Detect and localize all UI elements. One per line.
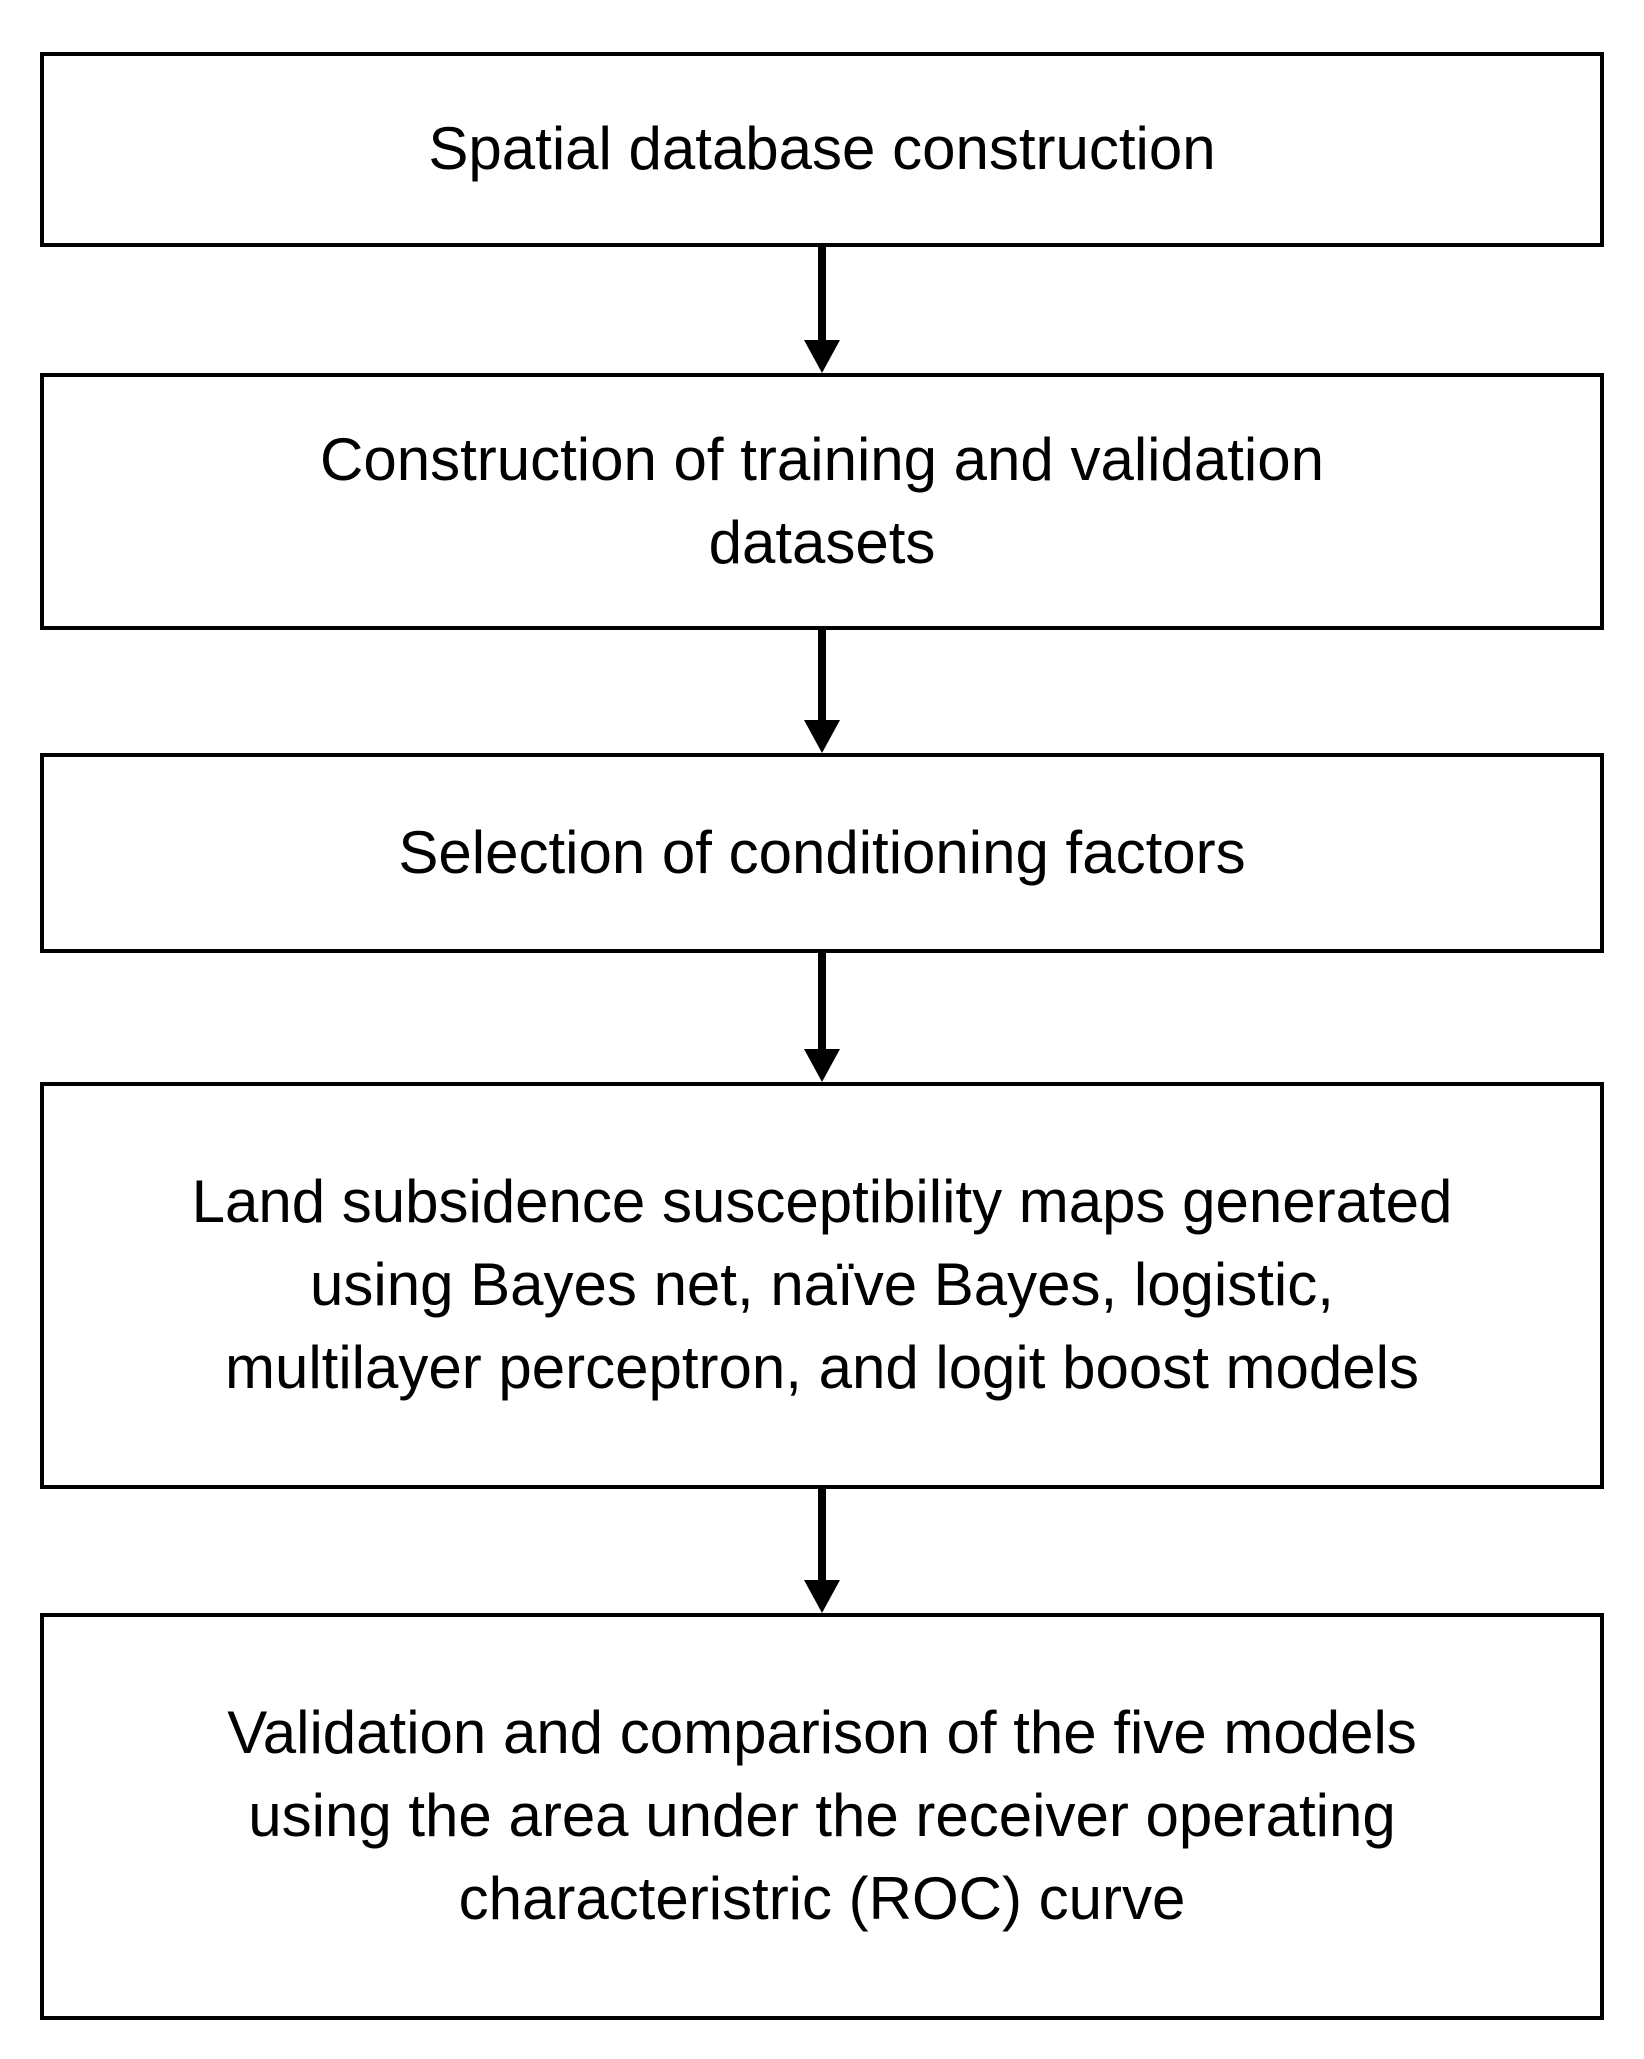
arrow-head bbox=[804, 720, 840, 753]
box-training-validation-datasets: Construction of training and validation … bbox=[40, 373, 1604, 630]
down-arrow-icon-2 bbox=[804, 630, 840, 753]
box-spatial-database-construction: Spatial database construction bbox=[40, 52, 1604, 247]
down-arrow-icon-3 bbox=[804, 953, 840, 1082]
arrow-head bbox=[804, 1049, 840, 1082]
arrow-head bbox=[804, 340, 840, 373]
arrow-stem bbox=[818, 630, 826, 720]
arrow-stem bbox=[818, 1489, 826, 1580]
box-susceptibility-maps-models: Land subsidence susceptibility maps gene… bbox=[40, 1082, 1604, 1489]
box-validation-roc-curve: Validation and comparison of the five mo… bbox=[40, 1613, 1604, 2020]
arrow-head bbox=[804, 1580, 840, 1613]
arrow-stem bbox=[818, 953, 826, 1049]
down-arrow-icon-1 bbox=[804, 247, 840, 373]
box-conditioning-factors: Selection of conditioning factors bbox=[40, 753, 1604, 953]
arrow-stem bbox=[818, 247, 826, 340]
down-arrow-icon-4 bbox=[804, 1489, 840, 1613]
